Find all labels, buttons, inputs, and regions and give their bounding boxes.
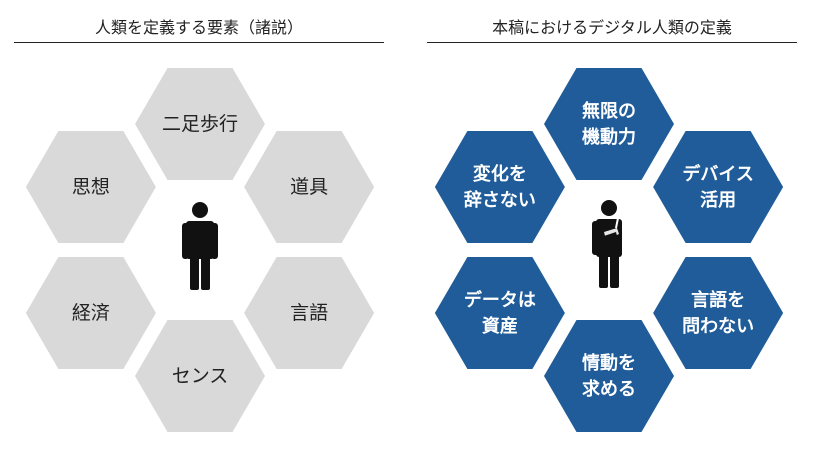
left-hexagon-shape [244, 131, 375, 243]
left-hexagon-label: 道具 [290, 176, 328, 198]
left-hexagon-shape [25, 131, 156, 243]
right-hexagon-label: 情動を [582, 352, 636, 374]
left-panel: 人類を定義する要素（諸説） [0, 0, 400, 465]
left-hexagon-label: 思想 [72, 176, 110, 198]
left-hexagon-0: 二足歩行 [135, 68, 265, 180]
left-hexagon-shape [135, 320, 265, 432]
right-panel: 本稿におけるデジタル人類の定義 [417, 0, 817, 465]
left-title-underline [14, 42, 384, 43]
left-hexagon-shape [135, 68, 265, 180]
person-standing-icon [182, 202, 218, 290]
right-hexagon-label: 問わない [682, 316, 754, 337]
left-hexagon-shape [25, 257, 156, 369]
right-hexagon-label: データは [464, 289, 536, 311]
left-hexagon-1: 道具 [244, 131, 375, 243]
right-hexagon-label: 辞さない [464, 189, 536, 211]
right-panel-title: 本稿におけるデジタル人類の定義 [492, 18, 732, 37]
right-hexagon-shape [653, 257, 784, 369]
right-hexagon-label: デバイス [682, 163, 753, 185]
left-hexagon-label: センス [172, 365, 229, 387]
right-title-underline [427, 42, 797, 43]
left-hexagon-shape [244, 257, 375, 369]
right-hexagon-label: 機動力 [582, 126, 636, 148]
left-hexagon-label: 言語 [290, 302, 328, 324]
left-hexagon-3: センス [135, 320, 265, 432]
left-panel-title: 人類を定義する要素（諸説） [94, 18, 303, 37]
right-hexagon-label: 変化を [473, 163, 527, 185]
left-hexagon-label: 経済 [72, 302, 110, 324]
person-thinking-icon [592, 200, 622, 288]
right-hexagon-label: 活用 [700, 189, 736, 211]
left-hexagon-5: 思想 [25, 131, 156, 243]
right-hexagon-shape [653, 131, 784, 243]
left-hexagon-2: 言語 [244, 257, 375, 369]
right-hexagon-shape [544, 68, 674, 180]
left-hexagon-label: 二足歩行 [162, 113, 238, 135]
right-hexagon-shape [544, 320, 674, 432]
right-hexagon-shape [434, 257, 565, 369]
left-hexagon-4: 経済 [25, 257, 156, 369]
right-hexagon-label: 無限の [582, 100, 636, 122]
right-hexagon-label: 言語を [691, 289, 745, 311]
right-hexagon-label: 求める [582, 378, 636, 400]
right-hexagon-label: 資産 [482, 315, 518, 337]
right-hexagon-shape [434, 131, 565, 243]
